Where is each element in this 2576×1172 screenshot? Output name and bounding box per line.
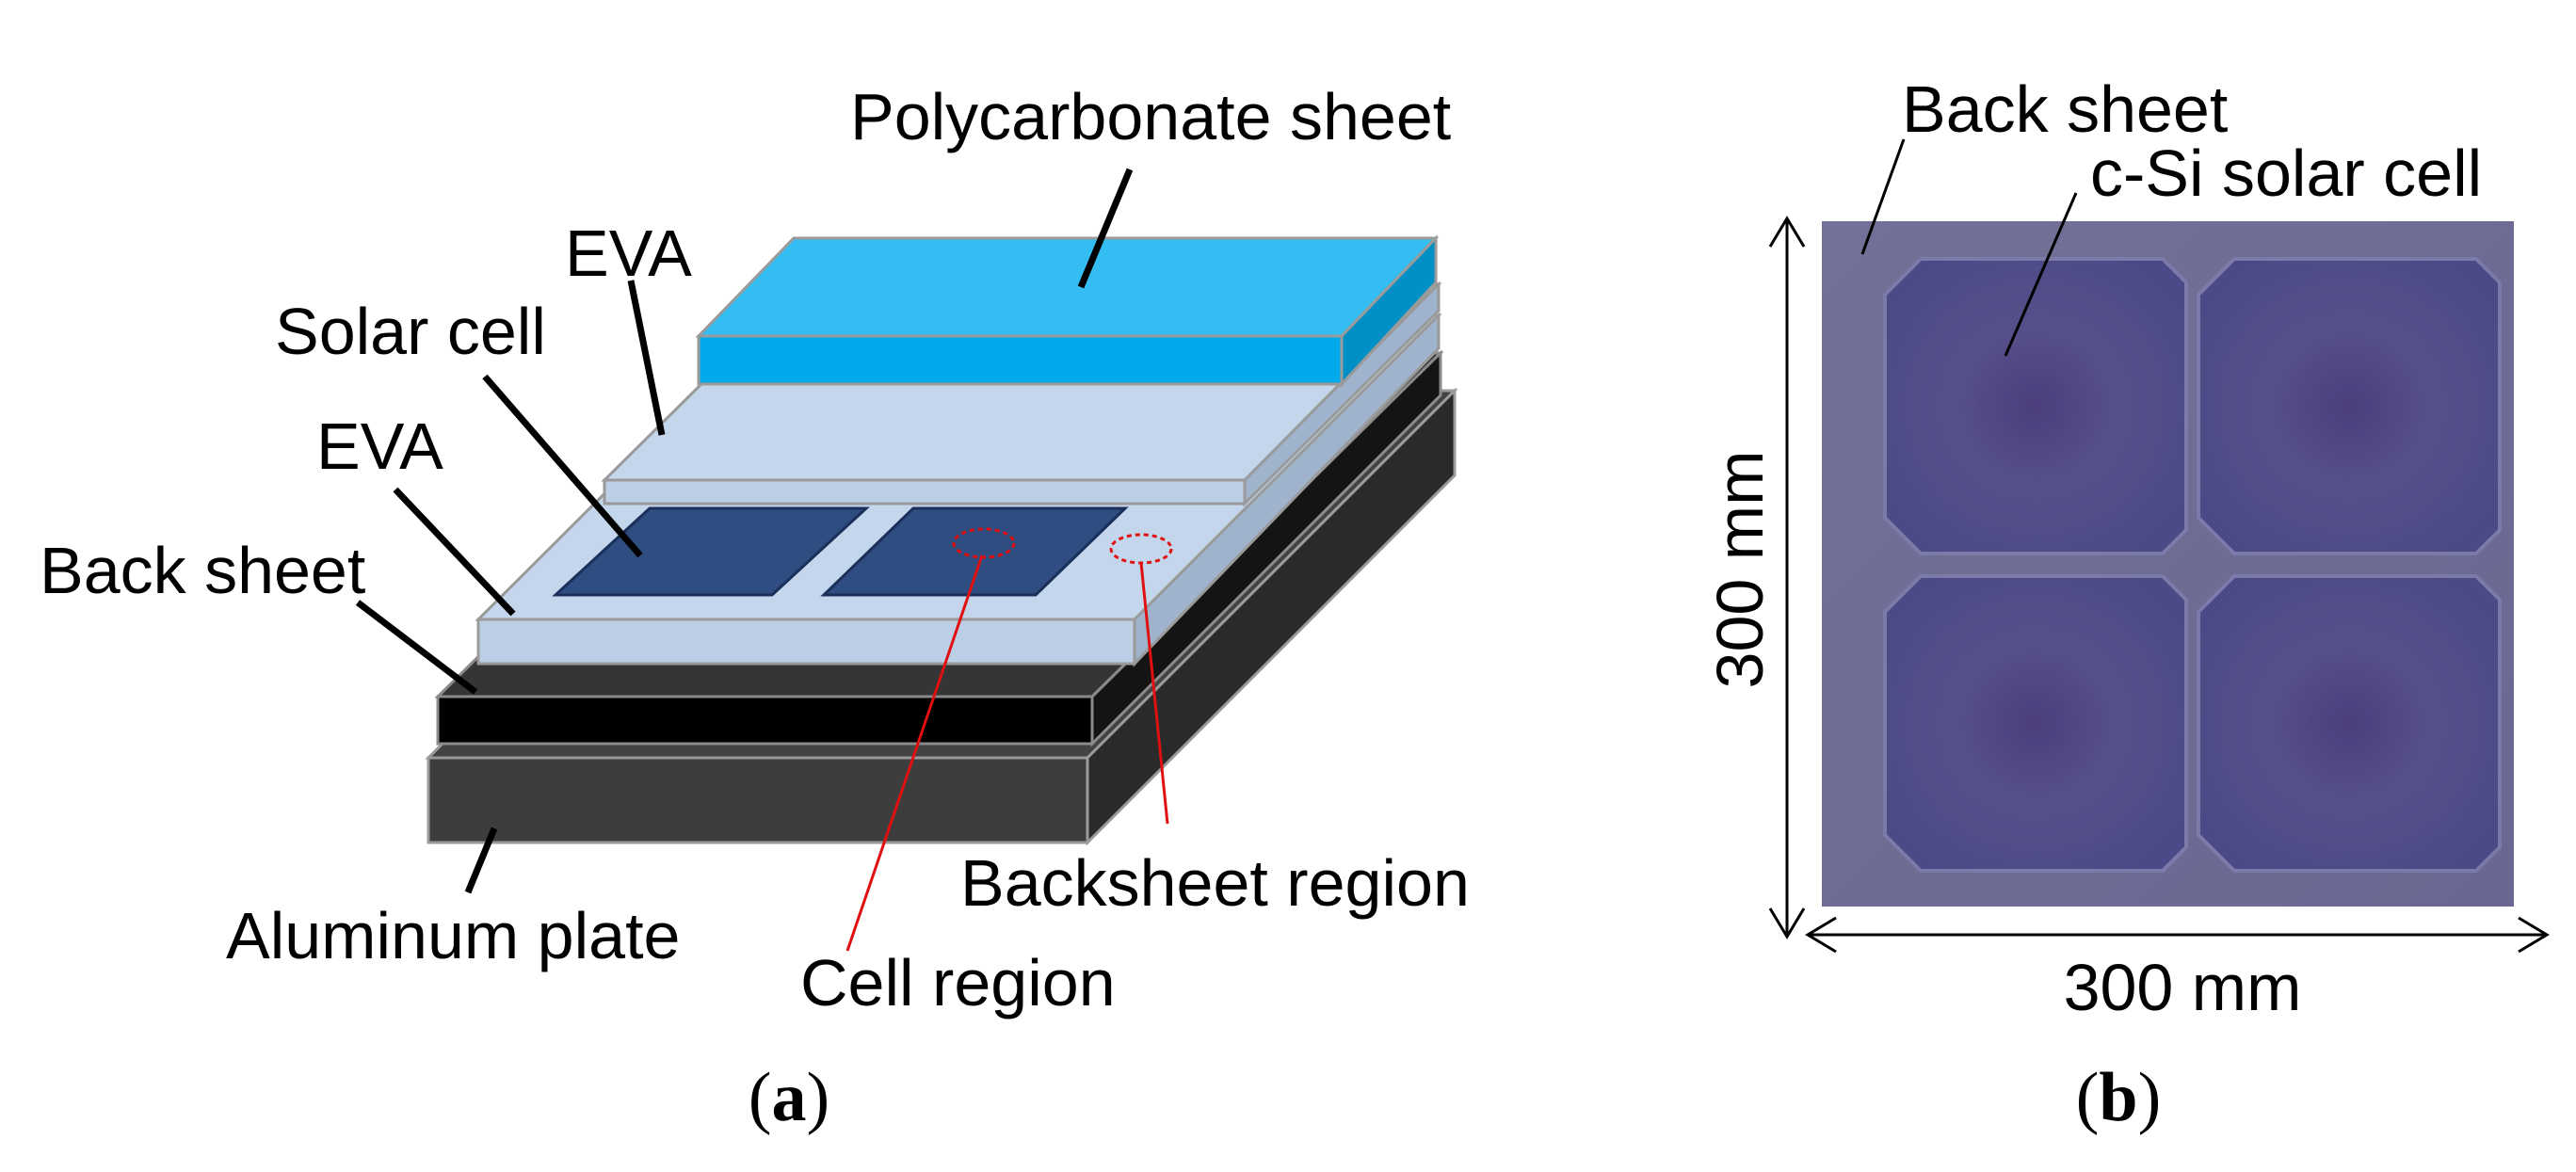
- dimension-arrows: [1768, 216, 2550, 954]
- red-leader-lines: [845, 554, 1169, 952]
- width-arrow-right: [2518, 916, 2550, 954]
- width-arrow-left: [1805, 916, 1837, 954]
- leader-back-sheet: [355, 600, 478, 695]
- leader-cell-region: [845, 554, 984, 952]
- cell-region-marker: [952, 527, 1016, 559]
- label-aluminum-plate: Aluminum plate: [226, 899, 680, 972]
- leader-cell-b: [2004, 192, 2078, 357]
- polycarbonate-front: [697, 334, 1344, 386]
- height-arrow-bottom: [1768, 907, 1806, 939]
- label-back-sheet-b: Back sheet: [1902, 72, 2228, 146]
- height-arrow-top: [1768, 216, 1806, 248]
- solar-cell-right: [820, 506, 1129, 597]
- leader-lines-a: [355, 168, 1134, 894]
- leader-aluminum: [464, 827, 498, 894]
- caption-b: (b): [2076, 1059, 2161, 1136]
- solar-cell-grid: [1883, 257, 2502, 873]
- panel-a: Polycarbonate sheet EVA Solar cell EVA B…: [40, 80, 1470, 1136]
- back-sheet-front: [436, 695, 1094, 746]
- label-solar-cell: Solar cell: [275, 295, 546, 368]
- label-cell-region: Cell region: [800, 946, 1116, 1019]
- bottom-eva-front: [476, 618, 1136, 666]
- leader-solar-cell: [482, 374, 643, 558]
- label-back-sheet: Back sheet: [40, 534, 365, 607]
- leader-polycarbonate: [1077, 168, 1134, 289]
- panel-b: Back sheet c-Si solar cell 300 mm 300 mm…: [1703, 72, 2550, 1136]
- polycarbonate-layer: [695, 234, 1440, 388]
- solar-cell-left: [552, 506, 870, 597]
- top-eva-front: [603, 478, 1247, 506]
- solar-cell-top-right: [2197, 257, 2502, 555]
- solar-cell-bottom-left: [1883, 574, 2188, 873]
- solar-cell-top-left: [1883, 257, 2188, 555]
- label-eva-bottom: EVA: [316, 409, 443, 483]
- label-backsheet-region: Backsheet region: [960, 846, 1470, 920]
- solar-cell-bottom-right: [2197, 574, 2502, 873]
- caption-a: (a): [749, 1059, 829, 1136]
- leader-back-sheet-b: [1860, 138, 1906, 255]
- label-c-si-solar-cell: c-Si solar cell: [2090, 136, 2482, 210]
- polycarbonate-top: [695, 236, 1440, 338]
- label-width-300mm: 300 mm: [2064, 951, 2302, 1024]
- label-polycarbonate-sheet: Polycarbonate sheet: [850, 80, 1451, 153]
- leader-eva-top: [627, 280, 666, 436]
- leader-lines-b: [1860, 138, 2078, 357]
- aluminum-plate-front: [427, 756, 1089, 844]
- label-height-300mm: 300 mm: [1703, 451, 1777, 689]
- label-eva-top: EVA: [565, 217, 692, 290]
- leader-eva-bottom: [393, 487, 516, 617]
- leader-backsheet-region: [1139, 562, 1169, 825]
